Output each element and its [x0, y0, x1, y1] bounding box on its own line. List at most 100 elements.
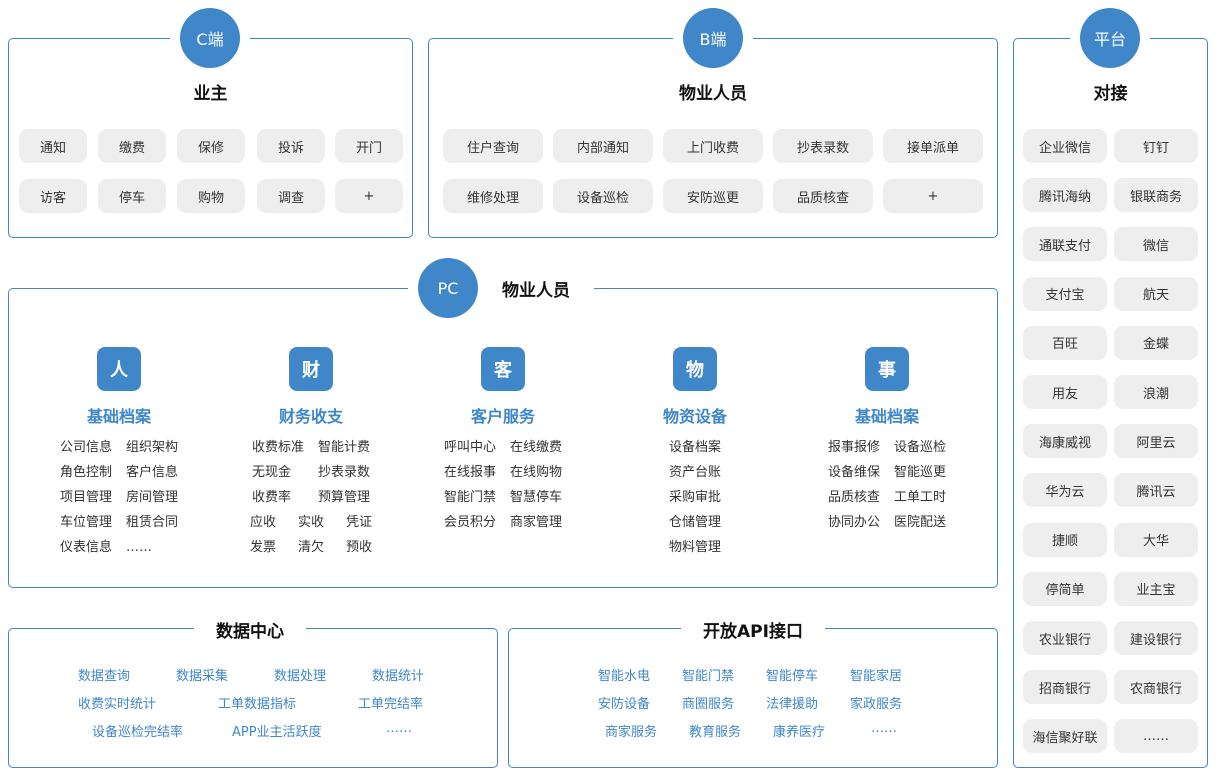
c-end-chip[interactable]: 保修	[177, 129, 245, 163]
module-item[interactable]: 智能计费	[318, 440, 371, 455]
platform-chip[interactable]: 海康威视	[1023, 424, 1107, 459]
platform-chip[interactable]: 微信	[1114, 227, 1198, 262]
b-end-chip[interactable]: 上门收费	[663, 129, 763, 163]
platform-chip[interactable]: 航天	[1114, 276, 1198, 311]
open-api-item[interactable]: 安防设备	[598, 697, 651, 712]
c-end-chip[interactable]: 投诉	[257, 129, 325, 163]
module-item[interactable]: 呼叫中心	[443, 440, 496, 455]
open-api-item[interactable]: ……	[871, 721, 897, 736]
module-item[interactable]: 角色控制	[59, 465, 112, 480]
open-api-item[interactable]: 智能水电	[598, 669, 651, 684]
module-item[interactable]: 在线缴费	[510, 440, 563, 455]
module-item[interactable]: 商家管理	[510, 515, 563, 530]
module-item[interactable]: 凭证	[346, 515, 373, 530]
platform-chip[interactable]: 农业银行	[1023, 621, 1107, 655]
data-center-item[interactable]: 数据处理	[274, 669, 327, 684]
module-item[interactable]: 公司信息	[59, 440, 112, 455]
platform-chip[interactable]: 农商银行	[1114, 670, 1198, 705]
module-item[interactable]: 设备巡检	[894, 440, 947, 455]
platform-chip[interactable]: 腾讯海纳	[1023, 178, 1107, 213]
data-center-item[interactable]: ……	[386, 721, 412, 736]
data-center-item[interactable]: 收费实时统计	[78, 697, 157, 712]
platform-chip[interactable]: 业主宝	[1114, 571, 1198, 606]
platform-chip[interactable]: 钉钉	[1114, 129, 1198, 163]
b-end-chip[interactable]: 安防巡更	[663, 179, 763, 213]
module-item[interactable]: 仓储管理	[668, 515, 721, 530]
platform-chip[interactable]: 捷顺	[1023, 522, 1107, 557]
platform-chip[interactable]: 银联商务	[1114, 178, 1198, 213]
module-item[interactable]: 租赁合同	[126, 515, 179, 530]
data-center-item[interactable]: 数据统计	[372, 669, 425, 684]
module-item[interactable]: 工单工时	[894, 490, 947, 505]
platform-chip[interactable]: 建设银行	[1114, 621, 1198, 655]
module-item[interactable]: 会员积分	[443, 515, 496, 530]
module-item[interactable]: 实收	[297, 515, 324, 530]
b-end-chip[interactable]: 内部通知	[553, 129, 653, 163]
b-end-chip[interactable]: 设备巡检	[553, 179, 653, 213]
platform-chip[interactable]: 通联支付	[1023, 227, 1107, 262]
data-center-item[interactable]: 数据采集	[176, 669, 229, 684]
module-item[interactable]: 组织架构	[126, 440, 179, 455]
open-api-item[interactable]: 商家服务	[605, 725, 658, 740]
platform-chip[interactable]: 企业微信	[1023, 129, 1107, 163]
module-item[interactable]: 在线报事	[443, 465, 496, 480]
open-api-item[interactable]: 康养医疗	[773, 725, 826, 740]
module-item[interactable]: 协同办公	[827, 515, 880, 530]
module-item[interactable]: 客户信息	[126, 465, 179, 480]
platform-chip[interactable]: 海信聚好联	[1023, 719, 1107, 754]
c-end-chip[interactable]: 停车	[98, 179, 166, 213]
platform-chip[interactable]: 大华	[1114, 522, 1198, 557]
platform-chip[interactable]: 招商银行	[1023, 670, 1107, 705]
c-end-chip[interactable]: 开门	[335, 129, 403, 163]
module-item[interactable]: 医院配送	[894, 515, 947, 530]
open-api-item[interactable]: 教育服务	[689, 725, 742, 740]
module-item[interactable]: 采购审批	[668, 490, 721, 505]
module-item[interactable]: 无现金	[251, 465, 291, 480]
open-api-item[interactable]: 智能停车	[766, 669, 819, 684]
b-end-chip[interactable]: 品质核查	[773, 179, 873, 213]
platform-chip[interactable]: 支付宝	[1023, 276, 1107, 311]
platform-chip[interactable]: 阿里云	[1114, 424, 1198, 459]
b-end-chip[interactable]: 抄表录数	[773, 129, 873, 163]
module-item[interactable]: 收费标准	[251, 440, 304, 455]
module-item[interactable]: 智能巡更	[894, 465, 947, 480]
b-end-chip[interactable]: 住户查询	[443, 129, 543, 163]
module-item[interactable]: 智能门禁	[443, 490, 496, 505]
c-end-chip[interactable]: 缴费	[98, 129, 166, 163]
data-center-item[interactable]: 工单数据指标	[218, 697, 297, 712]
module-item[interactable]: 报事报修	[827, 440, 880, 455]
data-center-item[interactable]: 设备巡检完结率	[92, 725, 184, 740]
module-item[interactable]: 抄表录数	[318, 465, 371, 480]
c-end-chip[interactable]: 调查	[257, 179, 325, 213]
module-item[interactable]: ……	[126, 540, 152, 555]
data-center-item[interactable]: 数据查询	[78, 669, 131, 684]
b-end-chip[interactable]: 接单派单	[883, 129, 983, 163]
module-item[interactable]: 物料管理	[668, 540, 721, 555]
module-item[interactable]: 房间管理	[126, 490, 179, 505]
platform-chip[interactable]: 百旺	[1023, 325, 1107, 360]
module-item[interactable]: 收费率	[251, 490, 291, 505]
platform-chip[interactable]: ……	[1114, 719, 1198, 754]
open-api-item[interactable]: 法律援助	[766, 697, 819, 712]
b-end-chip[interactable]: 维修处理	[443, 179, 543, 213]
data-center-item[interactable]: APP业主活跃度	[232, 725, 322, 740]
c-end-chip[interactable]: 通知	[19, 129, 87, 163]
c-end-chip[interactable]: 访客	[19, 179, 87, 213]
module-item[interactable]: 在线购物	[510, 465, 563, 480]
platform-chip[interactable]: 金蝶	[1114, 325, 1198, 360]
module-item[interactable]: 设备维保	[827, 465, 880, 480]
module-item[interactable]: 发票	[249, 540, 276, 555]
open-api-item[interactable]: 商圈服务	[682, 697, 735, 712]
platform-chip[interactable]: 停简单	[1023, 571, 1107, 606]
open-api-item[interactable]: 家政服务	[850, 697, 903, 712]
platform-chip[interactable]: 腾讯云	[1114, 473, 1198, 508]
platform-chip[interactable]: 华为云	[1023, 473, 1107, 508]
module-item[interactable]: 应收	[249, 515, 276, 530]
platform-chip[interactable]: 浪潮	[1114, 375, 1198, 409]
data-center-item[interactable]: 工单完结率	[358, 697, 424, 712]
open-api-item[interactable]: 智能门禁	[682, 669, 735, 684]
module-item[interactable]: 智慧停车	[510, 490, 563, 505]
b-end-chip[interactable]: +	[883, 179, 983, 213]
module-item[interactable]: 预算管理	[318, 490, 371, 505]
module-item[interactable]: 预收	[346, 540, 373, 555]
